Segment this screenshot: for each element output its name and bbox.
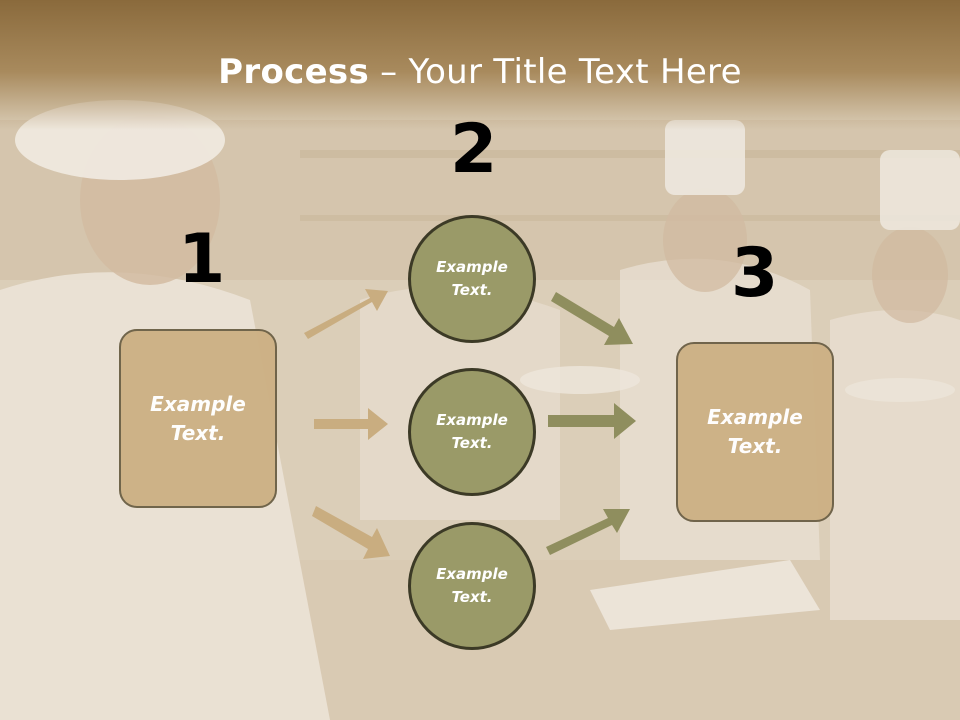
step-number-2: 2 [450,110,498,189]
left-box-line1: Example [150,391,246,416]
arrow-left-down [312,506,390,559]
circle-middle: Example Text. [408,368,536,496]
arrow-right-down [551,292,633,345]
right-box-line1: Example [707,405,803,429]
arrow-right-up [546,509,630,555]
circle-bottom-line2: Text. [451,588,493,606]
circle-bottom-line1: Example [436,564,508,583]
circle-middle-line1: Example [436,410,508,429]
arrow-right-middle [548,403,636,439]
step-number-1: 1 [178,220,226,299]
step-number-3: 3 [731,234,779,313]
circle-top: Example Text. [408,215,536,343]
title-rest: – Your Title Text Here [369,52,742,92]
circle-middle-line2: Text. [451,434,493,452]
circle-bottom: Example Text. [408,522,536,650]
arrow-left-middle [314,408,388,440]
right-text-box: Example Text. [676,342,834,522]
circle-top-line2: Text. [451,281,493,299]
right-box-line2: Text. [727,434,783,458]
arrow-left-up [304,289,388,339]
circle-top-line1: Example [436,257,508,276]
slide-title: Process – Your Title Text Here [0,52,960,92]
header-band [0,0,960,130]
title-bold: Process [218,52,370,92]
left-box-line2: Text. [170,420,226,445]
left-text-box: Example Text. [119,329,277,508]
